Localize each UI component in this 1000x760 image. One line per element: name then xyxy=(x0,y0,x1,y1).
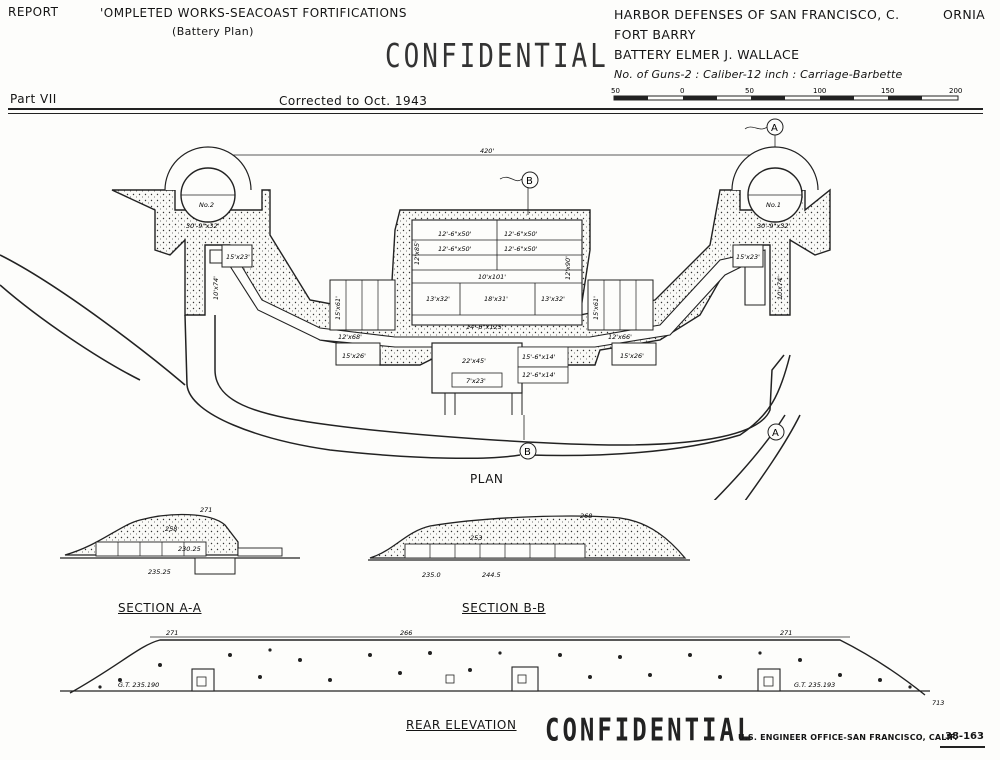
magazine-left xyxy=(329,279,396,331)
battery-name: BATTERY ELMER J. WALLACE xyxy=(614,47,800,62)
header-rule xyxy=(8,108,983,110)
engineer-office: U.S. ENGINEER OFFICE-SAN FRANCISCO, CALI… xyxy=(738,733,958,742)
room-dimension: 22'x45' xyxy=(462,357,486,365)
elevation-left-top: 271 xyxy=(166,629,178,637)
fort-name: FORT BARRY xyxy=(614,27,696,42)
room-dimension: 30'-9"x32' xyxy=(757,222,791,230)
service-road-right xyxy=(529,354,791,457)
section-marker-b-label: B xyxy=(526,176,533,187)
service-road xyxy=(214,315,785,446)
room-dimension: 15'x26' xyxy=(620,352,644,360)
scale-tick-label: 150 xyxy=(881,87,894,95)
battery-plan: 420' xyxy=(0,118,831,500)
magazine-right xyxy=(587,279,654,331)
number-underline xyxy=(940,746,985,748)
scale-tick-label: 50 xyxy=(745,87,754,95)
drawing-number: 38-163 xyxy=(945,731,984,742)
section-b-elevation: 268 xyxy=(580,512,592,520)
section-b-elevation: 253 xyxy=(470,534,482,542)
room-dimension: 15'x23' xyxy=(736,253,760,261)
gun-2-label: No.2 xyxy=(199,201,214,209)
room-dimension: 12'x85' xyxy=(413,241,421,265)
room-dimension: 15'x61' xyxy=(592,296,600,320)
section-a-elevation: 235.25 xyxy=(148,568,171,576)
rear-elevation-caption: REAR ELEVATION xyxy=(406,718,517,732)
room-dimension: 12'-6"x50' xyxy=(504,245,538,253)
elevation-left-grade: G.T. 235.190 xyxy=(118,681,159,689)
room-dimension: 10'x101' xyxy=(478,273,506,281)
confidential-stamp-bottom: CONFIDENTIAL xyxy=(545,712,755,749)
room-dimension: 12'x90' xyxy=(564,256,572,280)
room-dimension: 10'x74' xyxy=(212,276,220,300)
plan-caption: PLAN xyxy=(470,472,504,486)
room-dimension: 12'-6"x50' xyxy=(438,245,472,253)
sections-drawing: 271 258 230.25 235.25 268 253 235.0 244.… xyxy=(60,506,690,579)
scale-bar: 50 0 50 100 150 200 xyxy=(611,87,962,101)
elevation-right-top: 271 xyxy=(780,629,792,637)
part-label: Part VII xyxy=(10,92,57,106)
room-dimension: 7'x23' xyxy=(466,377,486,385)
main-corridor xyxy=(209,249,766,348)
elevation-center-top: 266 xyxy=(400,629,412,637)
harbor-defenses-line: HARBOR DEFENSES OF SAN FRANCISCO, C. xyxy=(614,7,900,22)
room-dimension: 12'-6"x50' xyxy=(504,230,538,238)
section-marker-b-top xyxy=(521,171,539,189)
portal-center xyxy=(511,666,539,692)
room-dimension: 15'x61' xyxy=(334,296,342,320)
room-dimension: 12'x66' xyxy=(608,333,632,341)
room-dimension: 12'-6"x14' xyxy=(522,371,556,379)
section-a-elevation: 258 xyxy=(165,525,177,533)
section-marker-a-label: A xyxy=(771,123,778,134)
road-exit-2 xyxy=(744,414,801,500)
room-dimension: 14'-6"x125' xyxy=(466,323,504,331)
section-a-caption: SECTION A-A xyxy=(118,601,202,615)
corrected-date: Corrected to Oct. 1943 xyxy=(279,94,428,108)
elevation-profile xyxy=(69,639,926,696)
confidential-stamp-top: CONFIDENTIAL xyxy=(385,38,609,76)
road-left-inner xyxy=(0,284,141,381)
elevation-corner-value: 713 xyxy=(932,699,944,707)
gun-specs: No. of Guns-2 : Caliber-12 inch : Carria… xyxy=(614,68,903,81)
section-b-elevation: 235.0 xyxy=(422,571,441,579)
section-marker-a-bottom xyxy=(767,423,785,441)
room-dimension: 15'x23' xyxy=(226,253,250,261)
svg-text:271: 271 xyxy=(200,506,212,514)
room-dimension: 18'x31' xyxy=(484,295,508,303)
report-label: REPORT xyxy=(8,5,59,19)
header-rule-thin xyxy=(8,113,983,114)
scale-tick-label: 50 xyxy=(611,87,620,95)
room-dimension: 13'x32' xyxy=(541,295,565,303)
room-dimension: 13'x32' xyxy=(426,295,450,303)
rear-elevation-drawing: 271 266 271 G.T. 235.190 G.T. 235.193 71… xyxy=(60,629,944,707)
room-dimension: 12'x68' xyxy=(338,333,362,341)
gun-1-label: No.1 xyxy=(766,201,781,209)
report-subtitle: (Battery Plan) xyxy=(172,25,254,38)
overall-dimension: 420' xyxy=(480,147,494,155)
service-road-outer xyxy=(184,314,521,460)
room-dimension: 12'-6"x50' xyxy=(438,230,472,238)
section-marker-a-label: A xyxy=(772,428,779,439)
section-b-elevation: 244.5 xyxy=(482,571,501,579)
elevation-right-grade: G.T. 235.193 xyxy=(794,681,835,689)
section-marker-b-bottom xyxy=(519,442,537,460)
section-marker-b-label: B xyxy=(524,447,531,458)
scale-tick-label: 200 xyxy=(949,87,962,95)
scale-tick-label: 100 xyxy=(813,87,826,95)
harbor-defenses-line-end: ORNIA xyxy=(943,7,986,22)
section-a-elevation: 230.25 xyxy=(178,545,201,553)
room-dimension: 30'-9"x32' xyxy=(186,222,220,230)
room-dimension: 15'x26' xyxy=(342,352,366,360)
road-left-outer xyxy=(0,254,186,386)
section-b-caption: SECTION B-B xyxy=(462,601,546,615)
report-title: 'OMPLETED WORKS-SEACOAST FORTIFICATIONS xyxy=(100,6,408,20)
scale-tick-label: 0 xyxy=(680,87,684,95)
room-dimension: 15'-6"x14' xyxy=(522,353,556,361)
room-dimension: 10'x74' xyxy=(776,276,784,300)
